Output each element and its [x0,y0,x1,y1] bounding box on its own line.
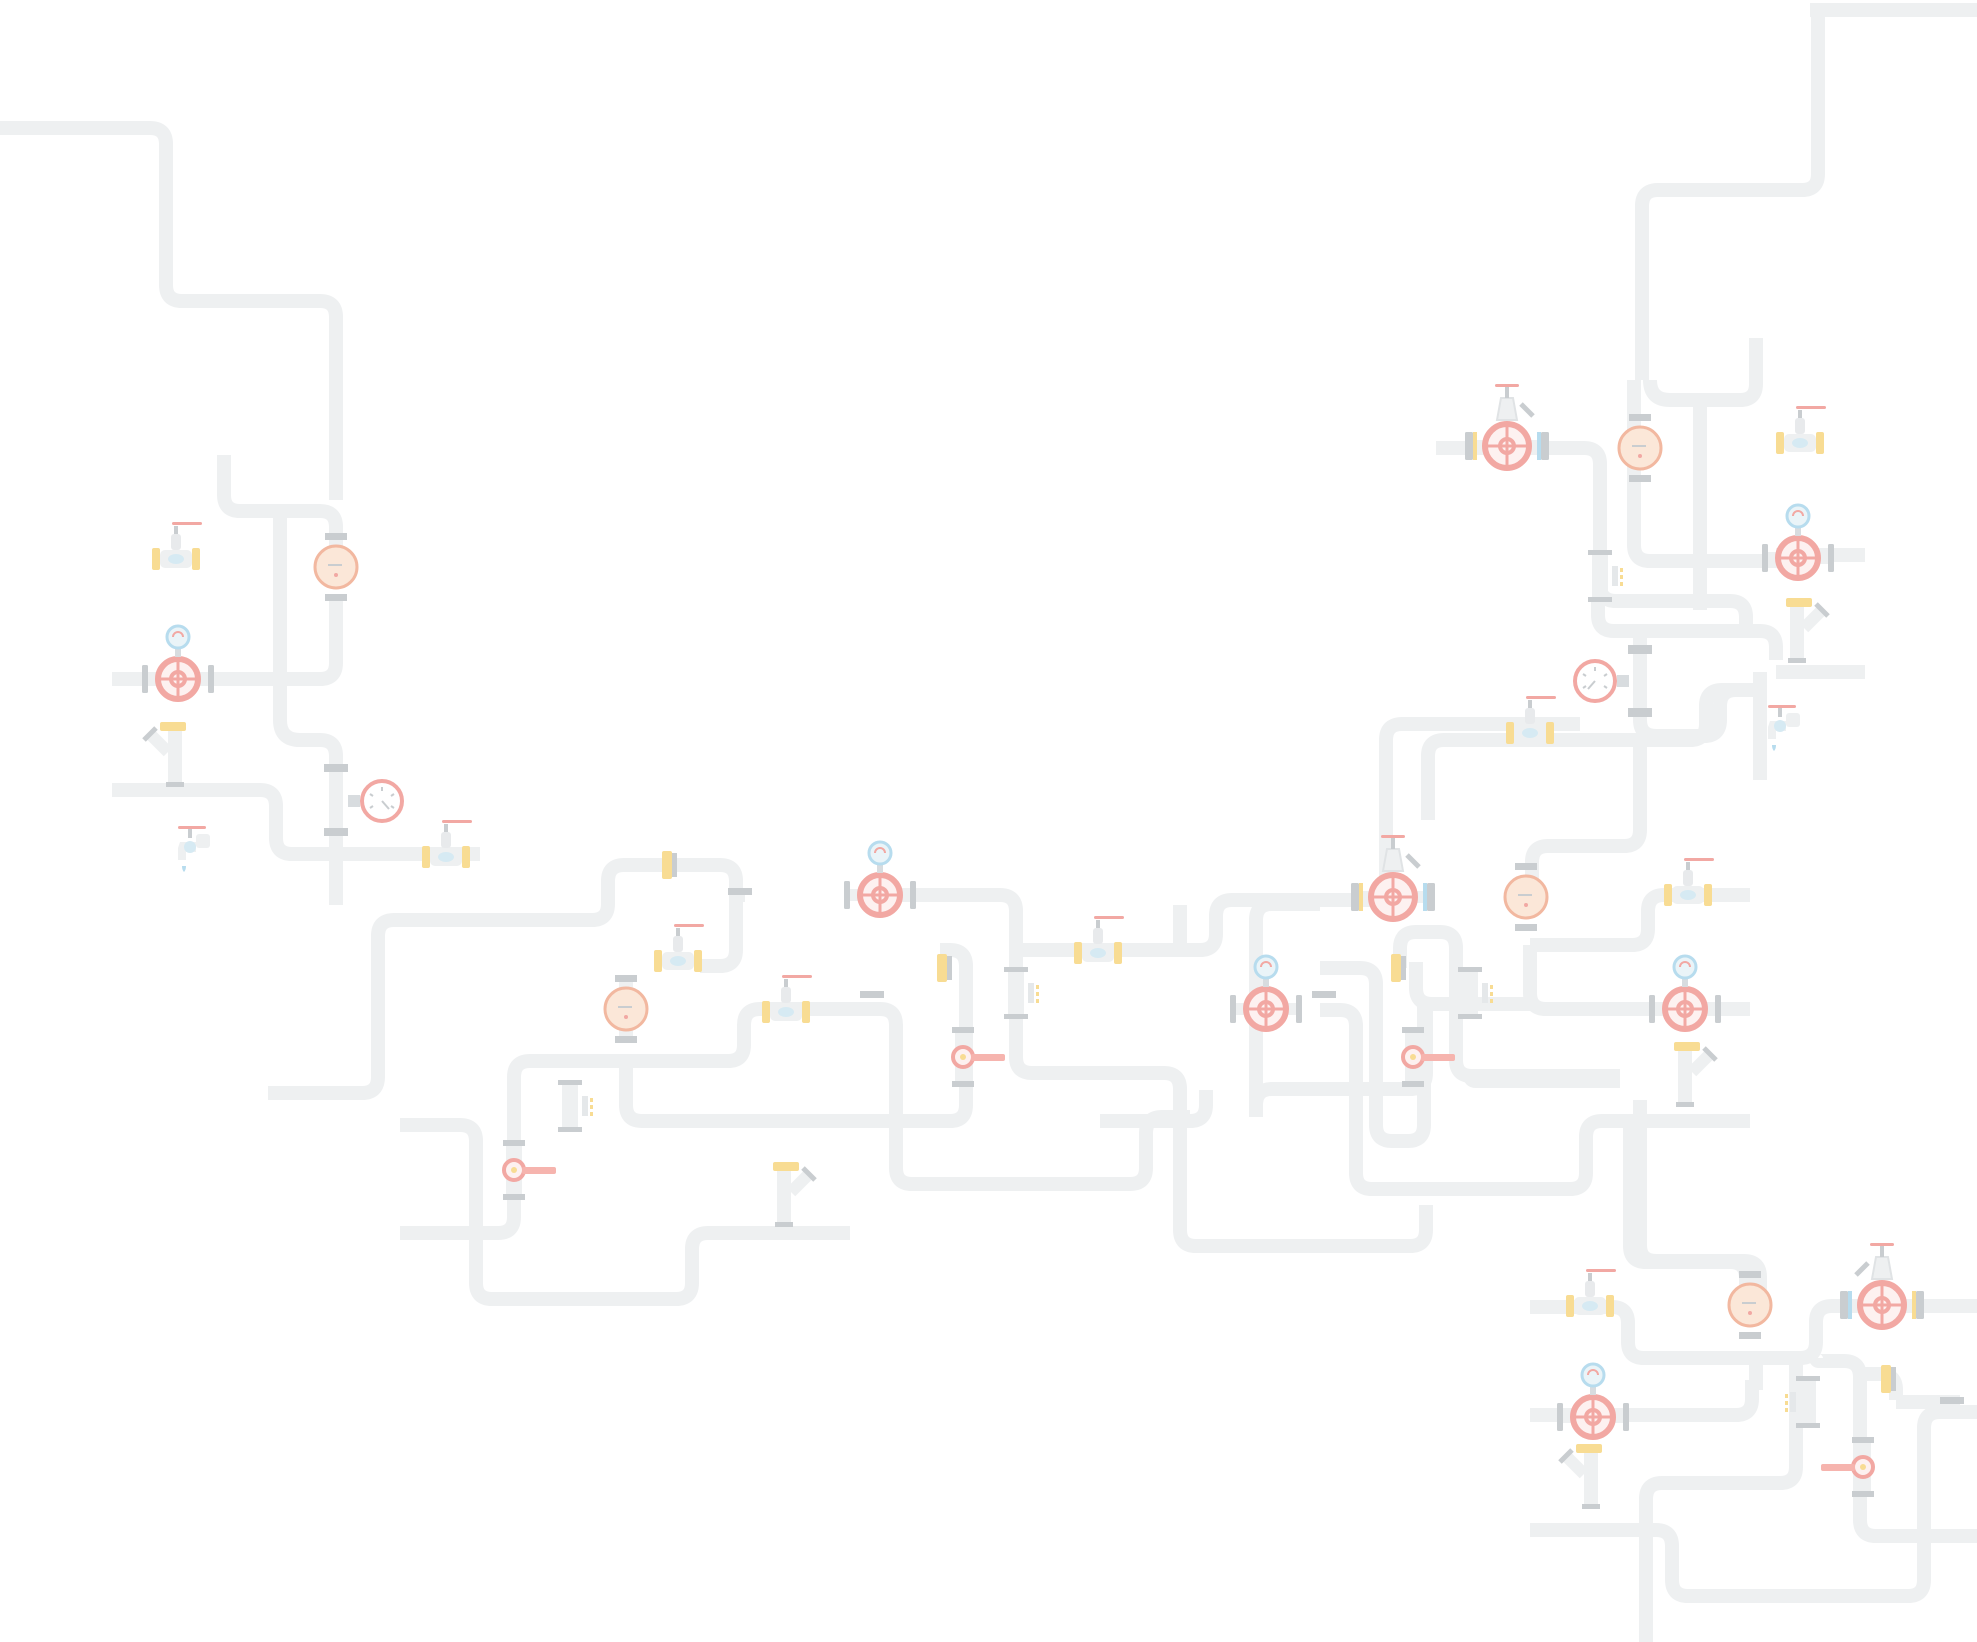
pipe-runs [0,3,1977,1642]
brass-elbow-icon [937,954,952,982]
gate-valve-icon [1074,916,1124,964]
y-strainer-icon [144,722,186,787]
water-tap-icon [1768,705,1800,751]
pressure-gauge-wheel-valve-icon [1649,956,1721,1029]
flange-icon [1312,991,1336,998]
gate-valve-icon [654,924,704,972]
pressure-gauge-wheel-valve-icon [142,626,214,699]
big-wheel-valve-icon [1465,384,1549,468]
flange-icon [1628,645,1652,654]
pressure-gauge-wheel-valve-icon [1557,1364,1629,1437]
water-tap-icon [178,826,210,872]
y-strainer-icon [773,1162,815,1227]
flange-icon [324,764,348,772]
lever-valve-icon [950,1025,1007,1089]
gate-valve-icon [1776,406,1826,454]
lever-valve-icon [1819,1435,1876,1499]
gate-valve-icon [1566,1269,1616,1317]
y-strainer-icon [1786,598,1828,663]
pressure-clock-gauge-icon [346,779,404,823]
brass-elbow-icon [1391,954,1406,982]
pressure-gauge-wheel-valve-icon [844,842,916,915]
lever-valve-icon [501,1138,558,1202]
brass-elbow-icon [662,851,677,879]
gate-valve-icon [422,820,472,868]
flange-icon [1940,1397,1964,1404]
gate-valve-icon [152,522,202,570]
pressure-gauge-wheel-valve-icon [1230,956,1302,1029]
y-strainer-icon [1560,1444,1602,1509]
check-valve-icon [1458,967,1493,1019]
big-wheel-valve-icon [1840,1243,1924,1327]
pressure-clock-gauge-icon [1573,659,1631,703]
flange-icon [1628,708,1652,717]
gate-valve-icon [762,975,812,1023]
fittings [142,384,1964,1509]
flange-icon [860,991,884,998]
y-strainer-icon [1674,1042,1716,1107]
check-valve-icon [1004,967,1039,1019]
flange-icon [728,888,752,895]
gate-valve-icon [1664,858,1714,906]
brass-elbow-icon [1881,1365,1896,1393]
check-valve-icon [558,1080,593,1132]
flange-icon [324,828,348,836]
